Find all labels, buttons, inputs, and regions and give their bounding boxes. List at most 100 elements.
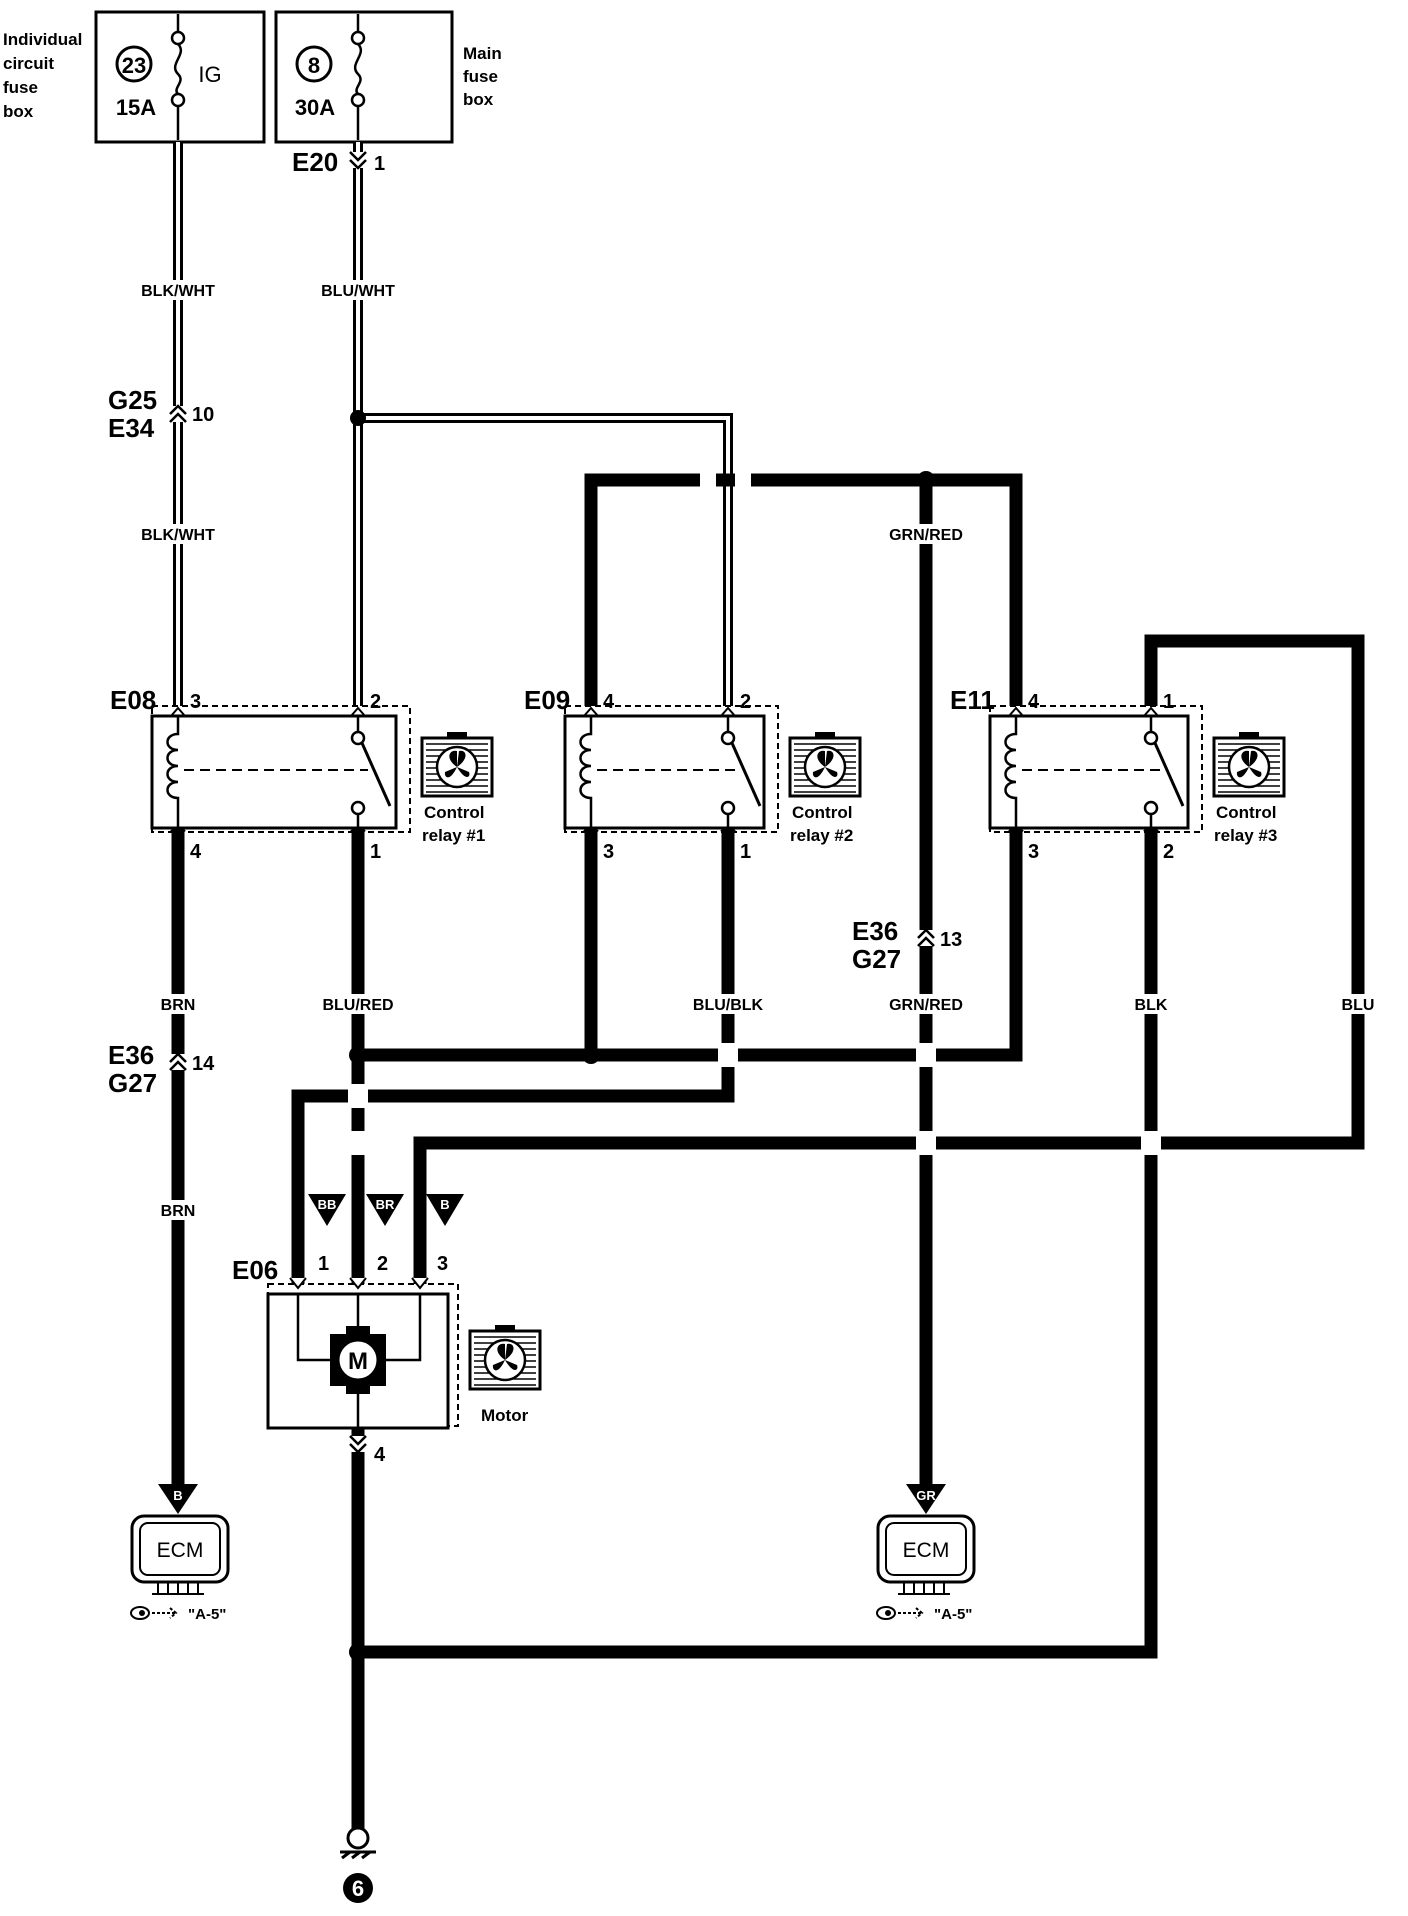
main-fuse-box-label-2: fuse — [463, 67, 498, 86]
individual-fuse-box-label-4: box — [3, 102, 34, 121]
fuse-8-number: 8 — [308, 53, 320, 78]
fuse-23-rating: 15A — [116, 95, 156, 120]
connector-e36-g27-left-pin: 14 — [192, 1053, 215, 1075]
relay-1-label-line-1: Control — [424, 803, 484, 822]
relay-3-pin-top-right: 1 — [1163, 691, 1174, 713]
relay-3-pin-top-left: 4 — [1028, 691, 1040, 713]
relay-1-pin-top-right: 2 — [370, 691, 381, 713]
connector-g25-code: G25 — [108, 385, 157, 415]
ecm-left: B ECM "A-5" — [130, 1484, 230, 1623]
relay-1-connector-code: E08 — [110, 685, 156, 715]
main-fuse-box-frame — [274, 10, 454, 144]
connector-e20-code: E20 — [292, 147, 338, 177]
motor-symbol: M — [348, 1348, 368, 1375]
wire-label-blu-wht: BLU/WHT — [321, 283, 395, 300]
relay-3-label-line-2: relay #3 — [1214, 826, 1277, 845]
connector-g25-e34-pin: 10 — [192, 404, 214, 426]
fuse-23-name: IG — [198, 62, 221, 87]
relay-1-terminal — [350, 706, 366, 717]
relay-2-connector-code: E09 — [524, 685, 570, 715]
wire-label-blk-wht-2: BLK/WHT — [141, 527, 215, 544]
fuse-23-number-circle — [115, 45, 153, 83]
connector-e20: E20 1 — [292, 147, 385, 177]
motor-pin-4: 4 — [374, 1444, 386, 1466]
relay-1-label-line-2: relay #1 — [422, 826, 485, 845]
wire-label-grn-red-2: GRN/RED — [889, 997, 963, 1014]
individual-fuse-box-label-2: circuit — [3, 54, 54, 73]
wire-label-blu-blk: BLU/BLK — [693, 997, 764, 1014]
ecm-right-frame — [876, 1514, 976, 1584]
relay-2-terminal — [720, 829, 736, 840]
radiator-fan-icon — [468, 1325, 542, 1391]
ecm-left-marker — [158, 1484, 198, 1514]
relay-2-coil — [579, 716, 593, 828]
eye-reference-icon — [130, 1606, 178, 1620]
connector-e20-pin: 1 — [374, 153, 385, 175]
motor-marker-br — [366, 1194, 404, 1226]
connector-g25-e34: G25 E34 10 — [108, 385, 214, 443]
relay-2-terminal — [720, 706, 736, 717]
ecm-right-marker — [906, 1484, 946, 1514]
relay-1-pin-bottom-right: 1 — [370, 841, 381, 863]
motor-connector-code: E06 — [232, 1255, 278, 1285]
relay-3-switch — [1143, 716, 1185, 828]
relay-3-label-line-1: Control — [1216, 803, 1276, 822]
wire-label-blu: BLU — [1342, 997, 1375, 1014]
wire-label-grn-red-1: GRN/RED — [889, 527, 963, 544]
fuse-23-symbol — [170, 14, 186, 140]
relay-2-label-line-1: Control — [792, 803, 852, 822]
connector-e36-g27-left: E36 G27 14 — [108, 1040, 215, 1098]
relay-3-terminal — [1008, 829, 1024, 840]
connector-g27-right-code: G27 — [852, 944, 901, 974]
relay-1-pin-bottom-left: 4 — [190, 841, 202, 863]
relay-3-pin-bottom-left: 3 — [1028, 841, 1039, 863]
main-fuse-box-label-1: Main — [463, 44, 502, 63]
fuse-8-rating: 30A — [295, 95, 335, 120]
relay-2-pin-bottom-right: 1 — [740, 841, 751, 863]
wire-label-brn-2: BRN — [161, 1203, 196, 1220]
fuse-23-number: 23 — [122, 53, 146, 78]
wire-crossing-gaps — [348, 470, 1161, 1155]
connector-e36-right-code: E36 — [852, 916, 898, 946]
ecm-right-marker-label: GR — [916, 1488, 936, 1503]
radiator-fan-icon — [420, 732, 494, 798]
relay-3-connector-code: E11 — [950, 685, 995, 715]
wire-labels: BLK/WHT BLU/WHT BLK/WHT GRN/RED BRN BLU/… — [140, 280, 1378, 1220]
motor-marker-br-label: BR — [376, 1197, 395, 1212]
main-fuse-box-label-3: box — [463, 90, 494, 109]
individual-fuse-box-label-3: fuse — [3, 78, 38, 97]
motor-marker-b-label: B — [440, 1197, 449, 1212]
wire-label-brn-1: BRN — [161, 997, 196, 1014]
ecm-left-marker-label: B — [173, 1488, 182, 1503]
relay-2-terminal — [583, 706, 599, 717]
ground-icon — [340, 1850, 376, 1860]
radiator-fan-icon — [1212, 732, 1286, 798]
ecm-left-pins — [152, 1582, 204, 1595]
relay-2-pin-bottom-left: 3 — [603, 841, 614, 863]
connector-e34-code: E34 — [108, 413, 155, 443]
relay-3-terminal — [1143, 829, 1159, 840]
relay-3-terminal — [1008, 706, 1024, 717]
radiator-fan-icon — [788, 732, 862, 798]
relay-1-pin-top-left: 3 — [190, 691, 201, 713]
motor-pin-terminals — [289, 1277, 429, 1290]
motor-e06: M E06 1 2 3 4 BB BR B — [232, 1194, 542, 1466]
connector-e36-g27-right-pin: 13 — [940, 929, 962, 951]
relay-2-label-line-2: relay #2 — [790, 826, 853, 845]
relay-3-frame — [988, 714, 1190, 830]
motor-marker-bb-label: BB — [318, 1197, 337, 1212]
motor-pin-3: 3 — [437, 1253, 448, 1275]
eye-reference-icon — [876, 1606, 924, 1620]
ecm-left-reference: "A-5" — [188, 1606, 226, 1623]
main-fuse-box: 8 30A Main fuse box — [274, 10, 502, 144]
wire-label-blk-wht-1: BLK/WHT — [141, 283, 215, 300]
ground-number: 6 — [352, 1876, 364, 1901]
fuse-8-symbol — [350, 14, 366, 140]
ecm-right-label: ECM — [903, 1539, 950, 1562]
relay-1-terminal — [170, 829, 186, 840]
connector-e36-g27-right: E36 G27 13 — [852, 916, 962, 974]
